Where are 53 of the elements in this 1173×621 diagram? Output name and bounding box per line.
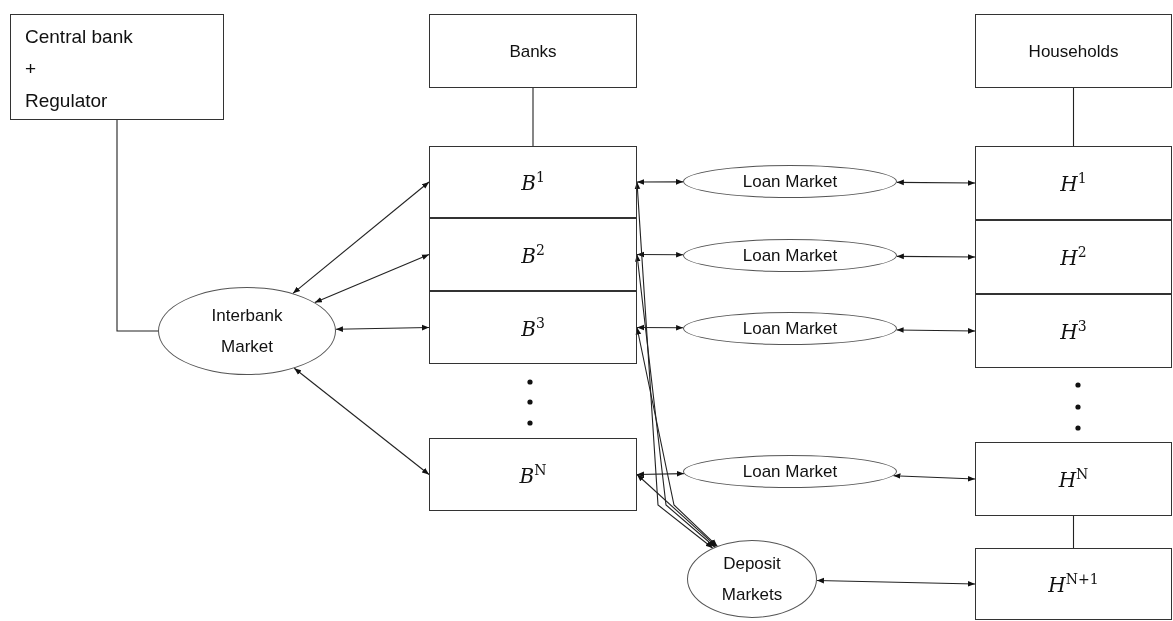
math-label: B$^{2}$	[521, 241, 545, 268]
double-arrow	[635, 253, 716, 548]
entity-box	[429, 14, 637, 88]
math-label: B$^{1}$	[521, 169, 545, 195]
double-arrow	[293, 367, 430, 476]
entity-box	[429, 146, 637, 218]
double-arrow	[636, 179, 684, 185]
connector-line	[116, 119, 159, 332]
node-label: Interbank Market	[210, 305, 284, 358]
node-label: Households	[1028, 40, 1119, 63]
double-arrow	[636, 251, 684, 258]
math-label: H$^{3}$	[1060, 318, 1087, 344]
entity-box	[975, 14, 1172, 88]
entity-box	[975, 220, 1172, 294]
node-label: Deposit Markets	[720, 553, 784, 606]
entity-box	[429, 438, 637, 511]
double-arrow	[636, 473, 717, 547]
node-label: Banks	[509, 40, 557, 63]
connector-line	[532, 87, 534, 147]
double-arrow	[896, 179, 976, 186]
double-arrow	[892, 473, 976, 482]
double-arrow	[635, 326, 718, 547]
entity-box	[10, 14, 224, 120]
double-arrow	[896, 253, 976, 260]
node-label: Regulator	[25, 89, 108, 113]
connector-line	[1072, 87, 1075, 147]
entity-box	[429, 218, 637, 291]
entity-box	[975, 146, 1172, 220]
double-arrow	[636, 470, 685, 478]
math-label: H$^{N}$	[1058, 466, 1089, 492]
node-label: Loan Market	[742, 461, 838, 483]
double-arrow	[636, 324, 684, 331]
double-arrow	[314, 253, 430, 304]
double-arrow	[292, 181, 430, 294]
math-label: H$^{1}$	[1060, 170, 1087, 196]
entity-box	[429, 291, 637, 364]
connector-line	[1072, 515, 1075, 549]
math-label: B$^{3}$	[521, 314, 545, 341]
double-arrow	[335, 324, 430, 332]
math-label: H$^{N+1}$	[1048, 571, 1099, 597]
entity-box	[975, 548, 1172, 620]
math-label: H$^{2}$	[1060, 244, 1087, 270]
node-label: +	[25, 57, 37, 81]
node-label: Loan Market	[742, 171, 838, 193]
double-arrow	[634, 181, 714, 549]
node-label: Loan Market	[742, 318, 838, 340]
math-label: B$^{N}$	[519, 461, 547, 488]
double-arrow	[896, 327, 976, 334]
entity-box	[975, 294, 1172, 368]
double-arrow	[816, 577, 976, 587]
node-label: Loan Market	[742, 245, 838, 267]
node-label: Central bank	[25, 25, 133, 49]
entity-box	[975, 442, 1172, 516]
